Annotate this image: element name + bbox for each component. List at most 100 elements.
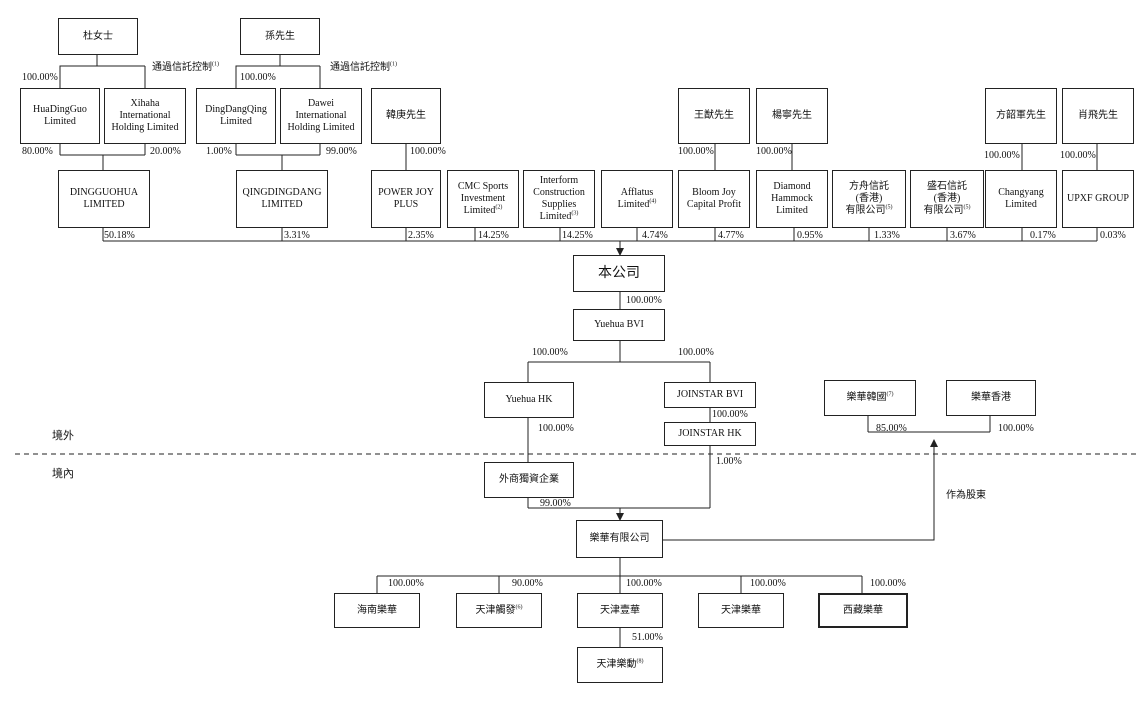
box-fangzhou: 方舟信託 (香港) 有限公司(5) bbox=[832, 170, 906, 228]
pct-xiao-up: 100.00% bbox=[1060, 150, 1096, 161]
box-tj-yihua: 天津壹華 bbox=[577, 593, 663, 628]
pct-pj-co: 2.35% bbox=[408, 230, 434, 241]
box-yuehua-ltd: 樂華有限公司 bbox=[576, 520, 663, 558]
pct-cmc-co: 14.25% bbox=[478, 230, 509, 241]
pct-jbvi-jhk: 100.00% bbox=[712, 409, 748, 420]
box-upxf: UPXF GROUP bbox=[1062, 170, 1134, 228]
pct-hk-wfoe: 100.00% bbox=[538, 423, 574, 434]
pct-han-pj: 100.00% bbox=[410, 146, 446, 157]
as-shareholder-label: 作為股東 bbox=[946, 490, 986, 501]
region-onshore: 境內 bbox=[52, 468, 74, 480]
pct-du-hdg: 100.00% bbox=[22, 72, 58, 83]
pct-bvi-hk: 100.00% bbox=[532, 347, 568, 358]
label-xiao: 肖飛先生 bbox=[1078, 110, 1118, 121]
label-afflatus: Afflatus Limited(4) bbox=[617, 187, 657, 210]
pct-korea: 85.00% bbox=[876, 423, 907, 434]
box-du: 杜女士 bbox=[58, 18, 138, 55]
pct-jhk-ltd: 1.00% bbox=[716, 456, 742, 467]
box-powerjoy: POWER JOY PLUS bbox=[371, 170, 441, 228]
label-wfoe: 外商獨資企業 bbox=[499, 474, 559, 485]
label-joinstar-bvi: JOINSTAR BVI bbox=[676, 389, 744, 400]
pct-co-bvi: 100.00% bbox=[626, 295, 662, 306]
box-hainan: 海南樂華 bbox=[334, 593, 420, 628]
region-offshore: 境外 bbox=[52, 430, 74, 442]
pct-fz-co: 1.33% bbox=[874, 230, 900, 241]
label-changyang: Changyang Limited bbox=[998, 187, 1044, 210]
label-fangzhou: 方舟信託 (香港) 有限公司(5) bbox=[845, 181, 893, 216]
label-dingdangqing: DingDangQing Limited bbox=[205, 104, 267, 127]
pct-sun-ddq: 100.00% bbox=[240, 72, 276, 83]
label-sun: 孫先生 bbox=[265, 30, 295, 42]
box-sun: 孫先生 bbox=[240, 18, 320, 55]
box-joinstar-bvi: JOINSTAR BVI bbox=[664, 382, 756, 408]
pct-fang-cy: 100.00% bbox=[984, 150, 1020, 161]
label-yang: 楊寧先生 bbox=[772, 110, 812, 121]
pct-yuedong: 51.00% bbox=[632, 632, 663, 643]
pct-xhh-dgh: 20.00% bbox=[150, 146, 181, 157]
box-tj-yuedong: 天津樂動(8) bbox=[577, 647, 663, 683]
pct-qdd-co: 3.31% bbox=[284, 230, 310, 241]
box-afflatus: Afflatus Limited(4) bbox=[601, 170, 673, 228]
box-huadingguo: HuaDingGuo Limited bbox=[20, 88, 100, 144]
box-fang: 方韶軍先生 bbox=[985, 88, 1057, 144]
pct-hdg-dgh: 80.00% bbox=[22, 146, 53, 157]
label-tj-yuehua: 天津樂華 bbox=[721, 604, 761, 616]
label-tj-yihua: 天津壹華 bbox=[600, 604, 640, 616]
pct-dgh-co: 50.18% bbox=[104, 230, 135, 241]
pct-hainan: 100.00% bbox=[388, 578, 424, 589]
box-tj-chuangfa: 天津觸發(6) bbox=[456, 593, 542, 628]
label-tj-chuangfa: 天津觸發(6) bbox=[475, 604, 523, 616]
pct-dh-co: 0.95% bbox=[797, 230, 823, 241]
label-huadingguo: HuaDingGuo Limited bbox=[33, 104, 87, 127]
label-qingdingdang: QINGDINGDANG LIMITED bbox=[242, 187, 322, 210]
pct-chuangfa: 90.00% bbox=[512, 578, 543, 589]
box-han: 韓庚先生 bbox=[371, 88, 441, 144]
label-yuehua-ltd: 樂華有限公司 bbox=[589, 533, 650, 544]
box-company: 本公司 bbox=[573, 255, 665, 292]
label-korea: 樂華韓國(7) bbox=[846, 391, 894, 403]
connector-lines bbox=[59, 55, 1098, 647]
box-dingdangqing: DingDangQing Limited bbox=[196, 88, 276, 144]
label-powerjoy: POWER JOY PLUS bbox=[378, 187, 434, 210]
pct-yang-dh: 100.00% bbox=[756, 146, 792, 157]
box-joinstar-hk: JOINSTAR HK bbox=[664, 422, 756, 446]
box-xiao: 肖飛先生 bbox=[1062, 88, 1134, 144]
box-shengshi: 盛石信託 (香港) 有限公司(5) bbox=[910, 170, 984, 228]
pct-wang-bj: 100.00% bbox=[678, 146, 714, 157]
label-dingguohua: DINGGUOHUA LIMITED bbox=[69, 187, 139, 210]
pct-ddq-qdd: 1.00% bbox=[206, 146, 232, 157]
box-cmc: CMC Sports Investment Limited(2) bbox=[447, 170, 519, 228]
label-cmc: CMC Sports Investment Limited(2) bbox=[457, 181, 509, 216]
pct-ss-co: 3.67% bbox=[950, 230, 976, 241]
box-dingguohua: DINGGUOHUA LIMITED bbox=[58, 170, 150, 228]
pct-tjyh: 100.00% bbox=[750, 578, 786, 589]
label-upxf: UPXF GROUP bbox=[1067, 193, 1129, 204]
box-changyang: Changyang Limited bbox=[985, 170, 1057, 228]
label-joinstar-hk: JOINSTAR HK bbox=[678, 428, 742, 439]
box-wfoe: 外商獨資企業 bbox=[484, 462, 574, 498]
label-yuehua-hk: Yuehua HK bbox=[505, 394, 553, 405]
pct-xizang: 100.00% bbox=[870, 578, 906, 589]
pct-hongkong: 100.00% bbox=[998, 423, 1034, 434]
box-bloomjoy: Bloom Joy Capital Profit bbox=[678, 170, 750, 228]
box-qingdingdang: QINGDINGDANG LIMITED bbox=[236, 170, 328, 228]
label-wang: 王猷先生 bbox=[694, 110, 734, 121]
box-xihaha: Xihaha International Holding Limited bbox=[104, 88, 186, 144]
label-shengshi: 盛石信託 (香港) 有限公司(5) bbox=[923, 181, 971, 216]
box-tj-yuehua: 天津樂華 bbox=[698, 593, 784, 628]
pct-wfoe-ltd: 99.00% bbox=[540, 498, 571, 509]
label-diamond: Diamond Hammock Limited bbox=[771, 181, 813, 216]
box-wang: 王猷先生 bbox=[678, 88, 750, 144]
label-bloomjoy: Bloom Joy Capital Profit bbox=[686, 187, 742, 210]
box-hongkong: 樂華香港 bbox=[946, 380, 1036, 416]
pct-yihua: 100.00% bbox=[626, 578, 662, 589]
label-xizang: 西藏樂華 bbox=[843, 604, 883, 616]
label-yuehua-bvi: Yuehua BVI bbox=[594, 319, 644, 330]
box-yuehua-bvi: Yuehua BVI bbox=[573, 309, 665, 341]
pct-bj-co: 4.77% bbox=[718, 230, 744, 241]
trust-note-sun: 通過信託控制(1) bbox=[330, 61, 397, 73]
box-korea: 樂華韓國(7) bbox=[824, 380, 916, 416]
pct-bvi-jbvi: 100.00% bbox=[678, 347, 714, 358]
label-han: 韓庚先生 bbox=[386, 110, 426, 121]
